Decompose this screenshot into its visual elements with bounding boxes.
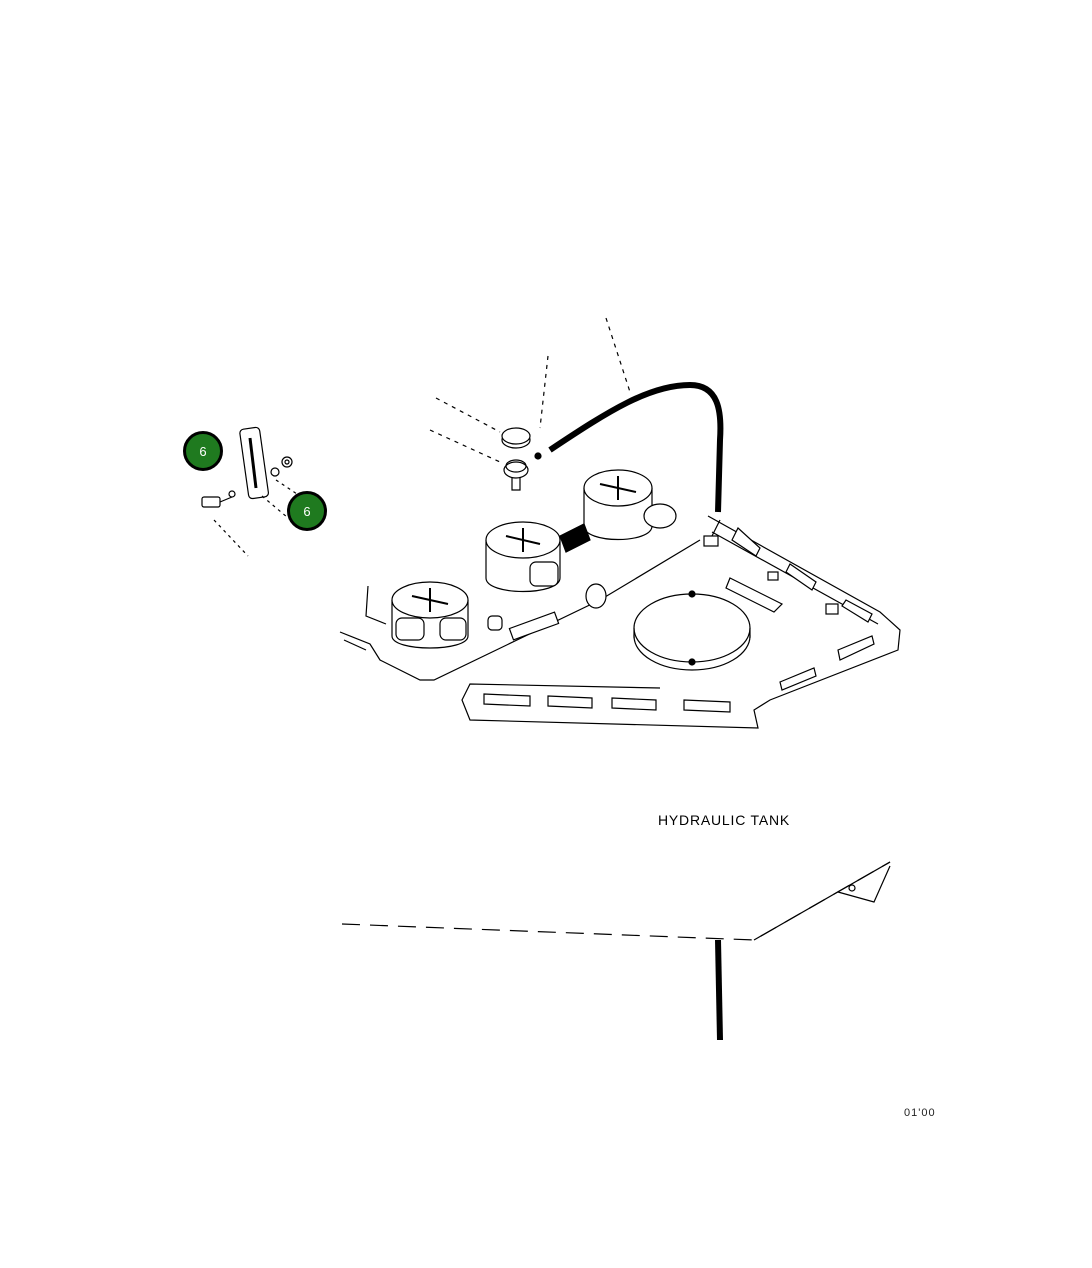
inspection-cover xyxy=(633,590,751,671)
filter-housing-2 xyxy=(485,521,561,592)
sight-gauge-assembly xyxy=(201,426,307,557)
drawing-code: 01'00 xyxy=(904,1107,936,1119)
filter-housing-1 xyxy=(391,581,469,649)
tank-frame xyxy=(339,515,901,729)
tank-lower-outline xyxy=(341,861,891,941)
callout-marker-6b[interactable]: 6 xyxy=(287,491,327,531)
hydraulic-hose xyxy=(539,317,724,1041)
assembly-label: HYDRAULIC TANK xyxy=(658,812,791,828)
filter-housing-3 xyxy=(559,469,677,609)
callout-marker-6a[interactable]: 6 xyxy=(183,431,223,471)
filler-breather-fittings xyxy=(429,397,542,491)
